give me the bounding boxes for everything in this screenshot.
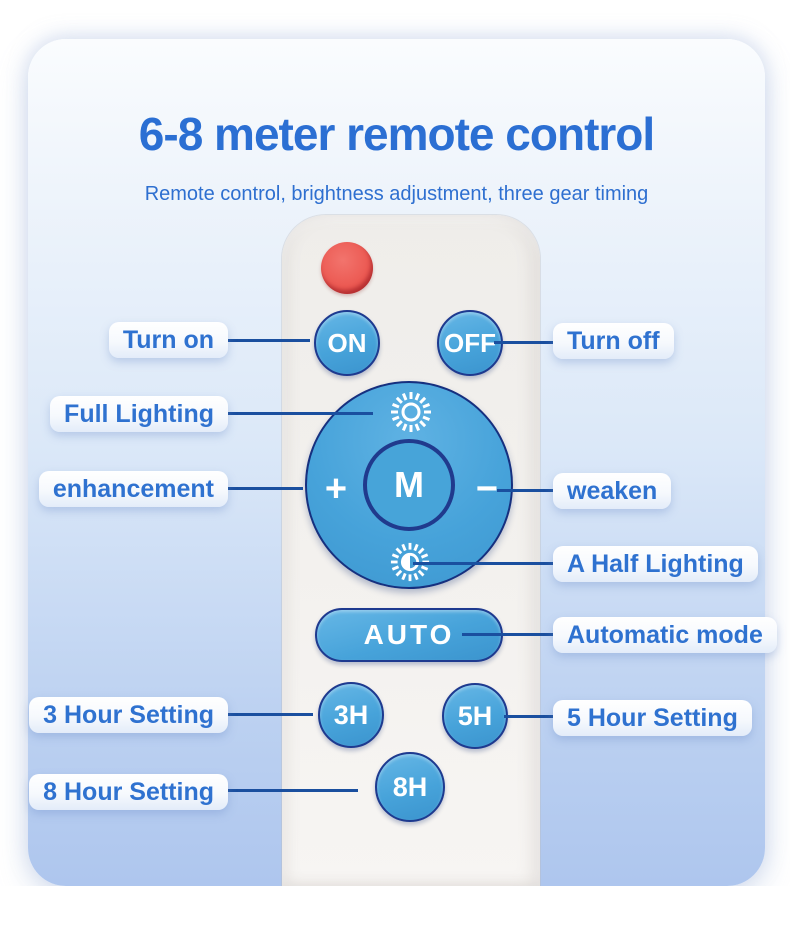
brightness-minus-button[interactable]: −	[467, 467, 507, 510]
timer-3h-label: 3H	[333, 699, 369, 730]
annotation-half-lighting: A Half Lighting	[553, 546, 758, 582]
annotation-full-lighting: Full Lighting	[50, 396, 228, 432]
full-lighting-button[interactable]	[387, 390, 435, 438]
half-lighting-button[interactable]	[386, 540, 434, 588]
plus-sign: +	[324, 467, 348, 510]
brightness-plus-button[interactable]: +	[316, 467, 356, 510]
connector-line-3-hour	[228, 713, 313, 716]
on-button-label: ON	[327, 327, 367, 358]
page-subtitle: Remote control, brightness adjustment, t…	[144, 183, 649, 205]
auto-button-label: AUTO	[363, 619, 455, 650]
connector-line-weaken	[497, 489, 553, 492]
connector-line-turn-on	[225, 339, 310, 342]
annotation-turn-on: Turn on	[108, 322, 228, 358]
timer-5h-button[interactable]: 5H	[442, 683, 508, 749]
mode-button[interactable]: M	[363, 439, 455, 531]
sun-half-icon	[389, 541, 431, 588]
connector-line-5-hour	[504, 715, 553, 718]
power-led-indicator	[321, 242, 373, 294]
bottom-margin	[0, 886, 790, 925]
annotation-enhancement: enhancement	[38, 471, 228, 507]
sun-full-icon	[389, 390, 433, 439]
page-title: 6-8 meter remote control	[138, 108, 655, 160]
annotation-weaken: weaken	[553, 473, 672, 509]
connector-line-half-lighting	[413, 562, 553, 565]
connector-line-enhancement	[228, 487, 303, 490]
timer-8h-button[interactable]: 8H	[375, 752, 445, 822]
timer-5h-label: 5H	[457, 700, 493, 731]
off-button-label: OFF	[444, 327, 496, 358]
connector-line-8-hour	[228, 789, 358, 792]
on-button[interactable]: ON	[314, 310, 380, 376]
annotation-3-hour-setting: 3 Hour Setting	[29, 697, 228, 733]
annotation-turn-off: Turn off	[553, 323, 674, 359]
remote-control-body: ON OFF	[282, 215, 540, 886]
annotation-5-hour-setting: 5 Hour Setting	[553, 700, 752, 736]
promo-card: 6-8 meter remote control Remote control,…	[28, 39, 765, 886]
connector-line-full-lighting	[228, 412, 373, 415]
minus-sign: −	[475, 467, 499, 510]
circular-control-pad: + M −	[305, 381, 513, 589]
off-button[interactable]: OFF	[437, 310, 503, 376]
annotation-8-hour-setting: 8 Hour Setting	[29, 774, 228, 810]
mode-button-label: M	[394, 464, 424, 505]
connector-line-automatic-mode	[462, 633, 553, 636]
connector-line-turn-off	[494, 341, 553, 344]
timer-3h-button[interactable]: 3H	[318, 682, 384, 748]
annotation-automatic-mode: Automatic mode	[553, 617, 777, 653]
timer-8h-label: 8H	[392, 771, 428, 802]
